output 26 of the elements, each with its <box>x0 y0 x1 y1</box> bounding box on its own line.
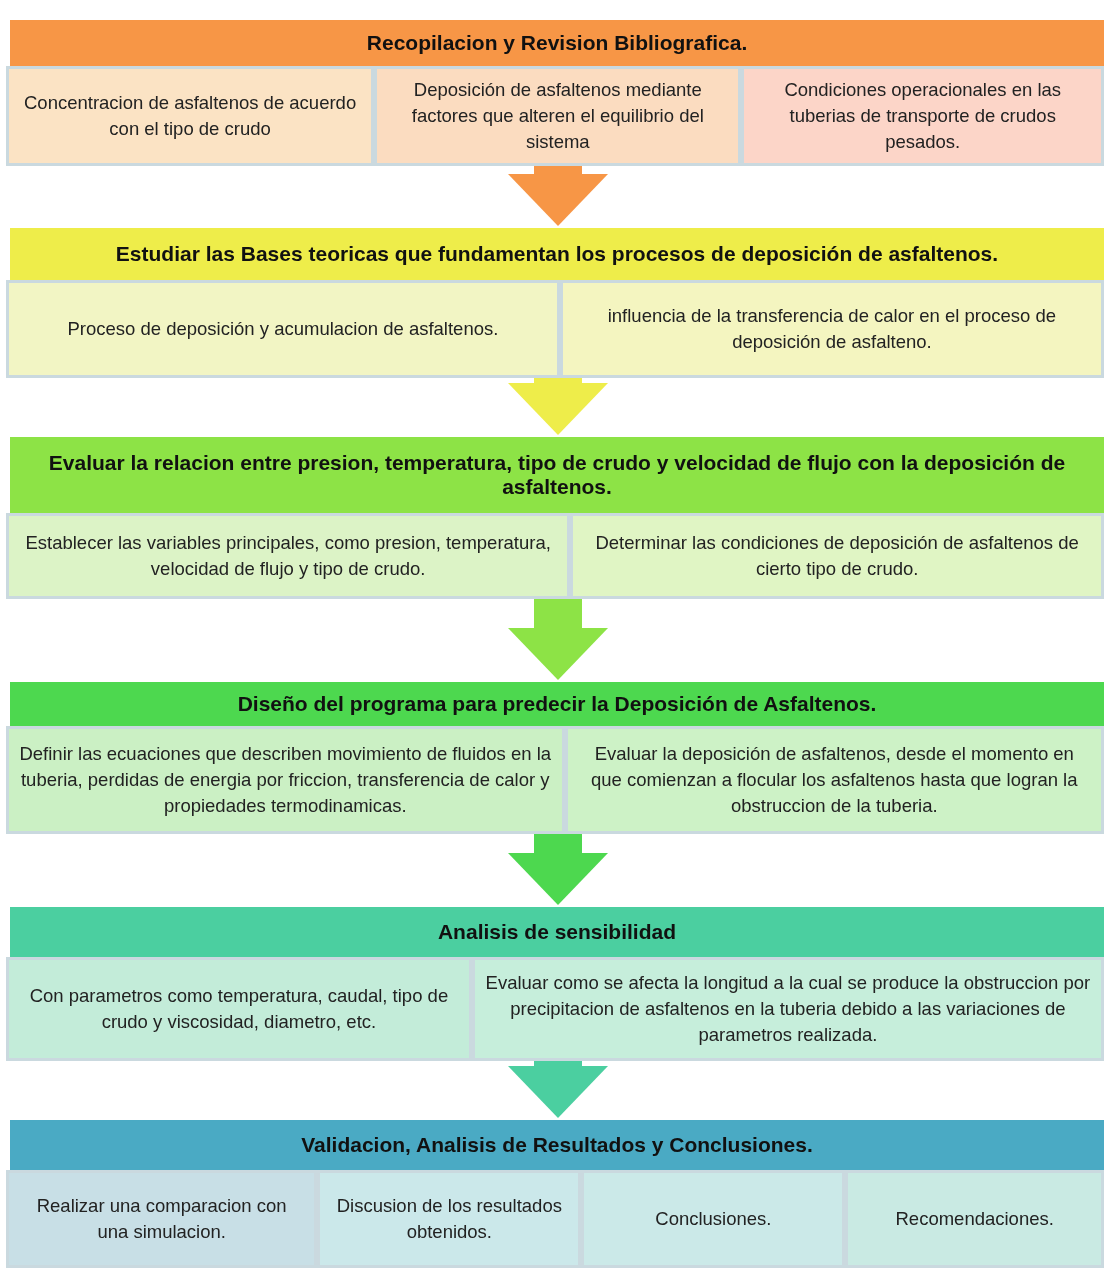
section-heading: Validacion, Analisis de Resultados y Conclusiones. <box>301 1133 813 1157</box>
down-arrow <box>508 378 608 435</box>
step-box: Concentracion de asfaltenos de acuerdo con el tipo de crudo <box>6 66 375 166</box>
step-box: Definir las ecuaciones que describen movimiento de fluidos en la tuberia, perdidas de energia por friccion, transferencia de calor y propiedades termodinamicas. <box>6 726 565 834</box>
step-box: Deposición de asfaltenos mediante factores que alteren el equilibrio del sistema <box>374 66 742 166</box>
step-box: Discusion de los resultados obtenidos. <box>317 1170 582 1268</box>
step-box: Evaluar como se afecta la longitud a la cual se produce la obstruccion por precipitacion de asfaltenos en la tuberia debido a las variaciones de parametros realizada. <box>471 957 1104 1061</box>
down-arrow <box>508 166 608 226</box>
down-arrow <box>508 834 608 905</box>
down-arrow <box>508 599 608 680</box>
down-arrow <box>508 1061 608 1118</box>
step-box: Conclusiones. <box>581 1170 846 1268</box>
step-box: Evaluar la deposición de asfaltenos, desde el momento en que comienzan a flocular los asfaltenos hasta que logran la obstruccion de la tuberia. <box>564 726 1104 834</box>
step-box: Recomendaciones. <box>845 1170 1104 1268</box>
section-heading: Recopilacion y Revision Bibliografica. <box>366 31 748 55</box>
step-box: Determinar las condiciones de deposición de asfaltenos de cierto tipo de crudo. <box>570 513 1104 599</box>
section-heading: Analisis de sensibilidad <box>437 920 677 944</box>
step-box: Establecer las variables principales, como presion, temperatura, velocidad de flujo y tipo de crudo. <box>6 513 571 599</box>
step-box: Condiciones operacionales en las tuberias de transporte de crudos pesados. <box>741 66 1104 166</box>
section-heading: Evaluar la relacion entre presion, temperatura, tipo de crudo y velocidad de flujo con la deposición de asfaltenos. <box>47 451 1067 499</box>
step-box: influencia de la transferencia de calor en el proceso de deposición de asfalteno. <box>559 280 1104 378</box>
section-heading: Diseño del programa para predecir la Deposición de Asfaltenos. <box>237 692 877 716</box>
step-box: Realizar una comparacion con una simulacion. <box>6 1170 318 1268</box>
section-heading: Estudiar las Bases teoricas que fundamentan los procesos de deposición de asfaltenos. <box>115 242 999 266</box>
step-box: Con parametros como temperatura, caudal, tipo de crudo y viscosidad, diametro, etc. <box>6 957 472 1061</box>
step-box: Proceso de deposición y acumulacion de asfaltenos. <box>6 280 560 378</box>
